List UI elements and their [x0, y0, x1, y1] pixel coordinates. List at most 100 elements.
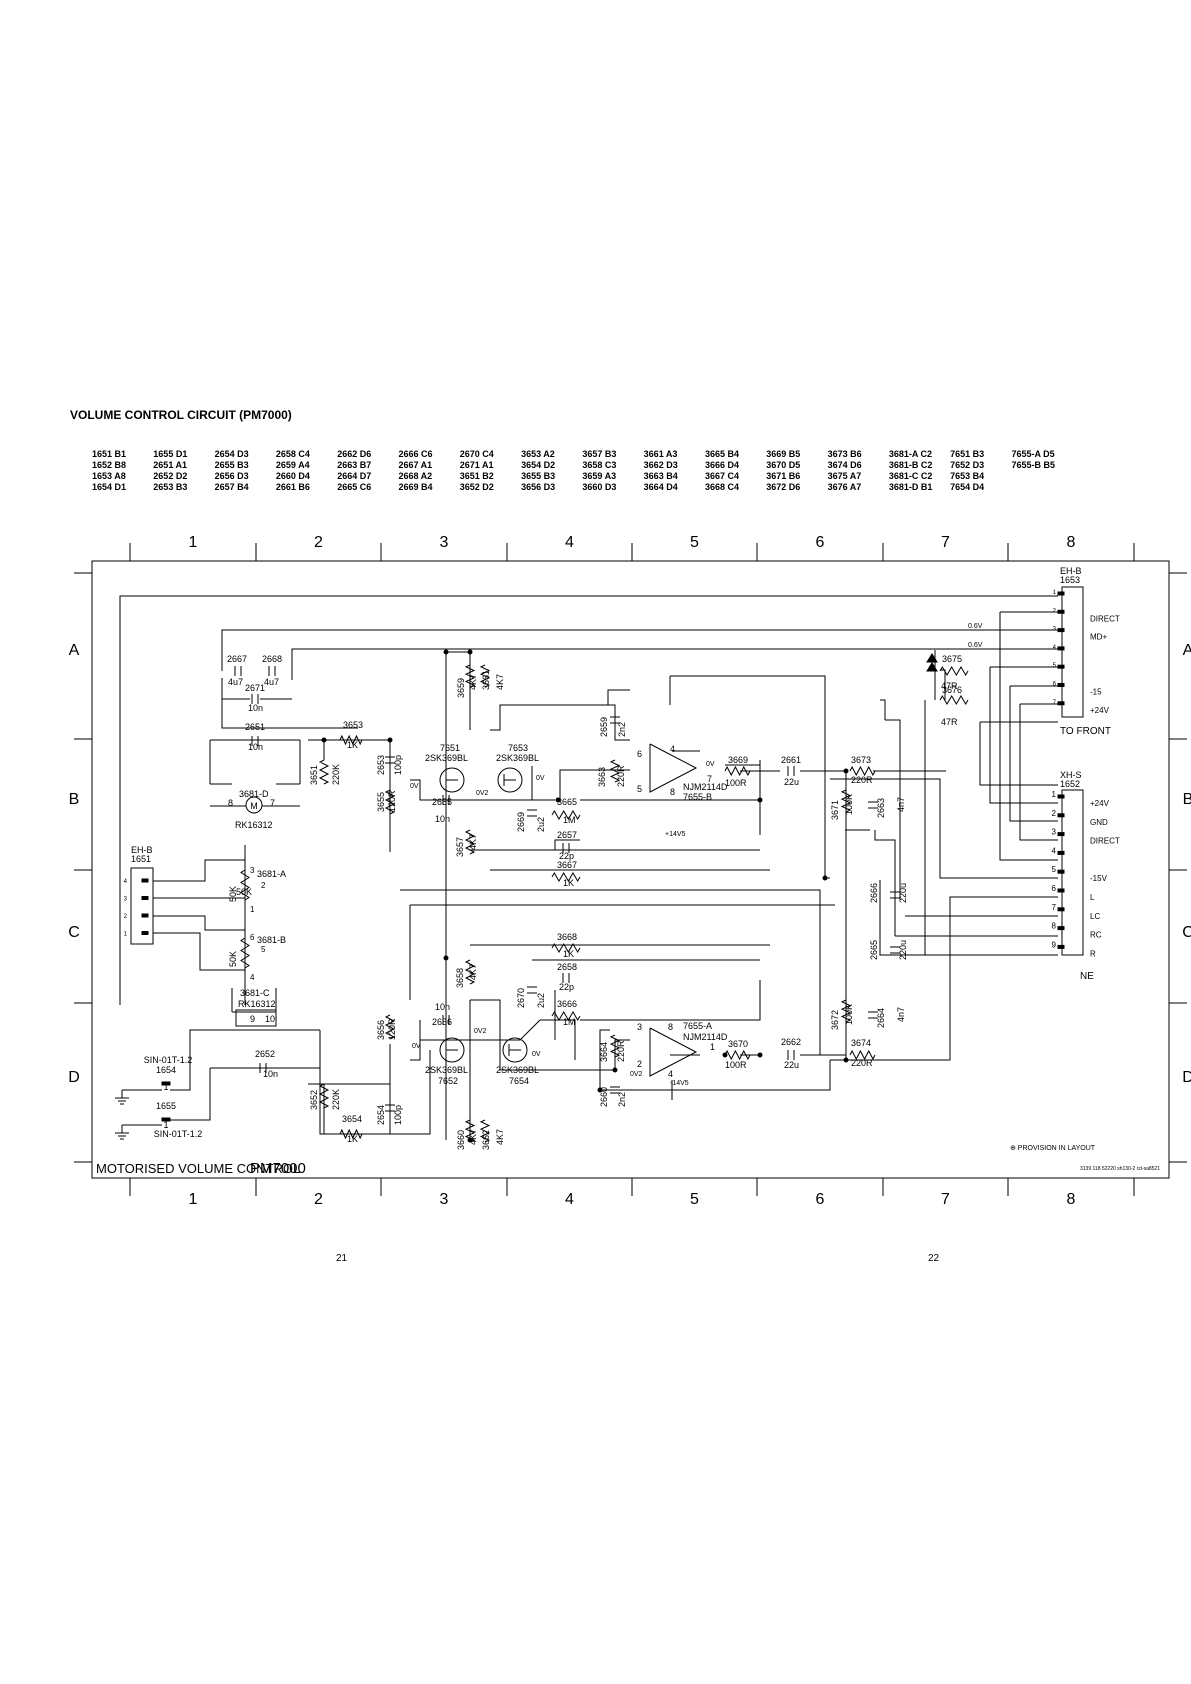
- wire: [400, 889, 821, 1055]
- part-ref: 3657: [455, 837, 465, 857]
- resistor: [318, 759, 330, 785]
- index-entry: 2652 D2: [153, 471, 188, 481]
- part-value: RK16312: [238, 999, 276, 1009]
- pin-number: 8: [668, 1022, 673, 1032]
- part-value: 1K: [347, 1134, 358, 1144]
- pin-number: 5: [1052, 865, 1057, 874]
- wire: [830, 896, 1058, 1061]
- part-value: 100p: [393, 1105, 403, 1125]
- part-value: 10n: [263, 1069, 278, 1079]
- pin-number: 4: [1052, 846, 1057, 855]
- index-entry: 7653 B4: [950, 471, 985, 481]
- index-entry: 3651 B2: [459, 471, 494, 481]
- index-entry: 3668 C4: [704, 482, 739, 492]
- part-value: 50K: [228, 886, 238, 902]
- pin-number: 1: [163, 1120, 168, 1130]
- pin-number: 6: [1052, 884, 1057, 893]
- part-ref: 3664: [599, 1042, 609, 1062]
- part-ref: 2671: [245, 683, 265, 693]
- part-ref: 2667: [227, 654, 247, 664]
- pin: [1057, 888, 1065, 893]
- part-ref: 3663: [597, 767, 607, 787]
- part-value: 2SK369BL: [496, 1065, 539, 1075]
- index-entry: 3663 B4: [643, 471, 678, 481]
- wire: [940, 669, 946, 700]
- index-entry: 2659 A4: [275, 460, 310, 470]
- resistor: [551, 943, 581, 953]
- resistor: [339, 734, 363, 746]
- wire: [879, 880, 900, 956]
- wire: [885, 719, 901, 900]
- resistor: [384, 789, 396, 815]
- part-ref: 3672: [830, 1010, 840, 1030]
- part-ref: 2651: [245, 722, 265, 732]
- pin-number: 6: [1053, 682, 1057, 688]
- wiring: [115, 595, 1058, 1143]
- junction: [843, 768, 849, 774]
- column-label: 8: [1067, 534, 1076, 551]
- part-ref: 7652: [438, 1076, 458, 1086]
- part-value: 2u2: [536, 993, 546, 1008]
- junction: [843, 1057, 849, 1063]
- motor-symbol: M: [250, 801, 258, 811]
- part-ref: 2653: [376, 755, 386, 775]
- index-entry: 2669 B4: [398, 482, 433, 492]
- part-value: 220R: [851, 775, 873, 785]
- part-value: 10n: [435, 814, 450, 824]
- column-label: 3: [440, 1191, 449, 1208]
- wire: [1009, 686, 1058, 822]
- row-label: A: [1183, 642, 1191, 659]
- jfet: [497, 767, 523, 793]
- index-entry: 2670 C4: [459, 449, 494, 459]
- part-ref: 3662: [481, 1130, 491, 1150]
- pin-label: L: [1090, 893, 1095, 902]
- wire: [580, 980, 761, 1021]
- pin-number: 2: [1052, 809, 1057, 818]
- potentiometer: [240, 937, 250, 969]
- wire: [221, 629, 1058, 671]
- part-ref: 3653: [343, 720, 363, 730]
- part-value: 2n2: [617, 1092, 627, 1107]
- pin-number: 1: [163, 1082, 168, 1092]
- resistor: [609, 759, 621, 783]
- row-label: D: [68, 1069, 80, 1086]
- part-ref: 3669: [728, 755, 748, 765]
- pin-number: 2: [1053, 608, 1057, 614]
- index-entry: 2666 C6: [398, 449, 433, 459]
- wire: [614, 1039, 630, 1070]
- voltage-label: 0V: [532, 1051, 541, 1058]
- wire: [153, 859, 245, 882]
- index-entry: 2658 C4: [275, 449, 310, 459]
- footer-code: 3139 118 52220 sh130-2 cd-sa8521: [1080, 1166, 1160, 1172]
- part-ref: 2658: [557, 962, 577, 972]
- part-value: NJM2114D: [683, 782, 728, 792]
- pin-number: 3: [124, 897, 128, 903]
- part-ref: 7653: [508, 743, 528, 753]
- connector-ref: SIN-01T-1.2: [144, 1055, 193, 1065]
- part-value: 22p: [559, 851, 574, 861]
- pin-number: 4: [668, 1069, 673, 1079]
- sheet-frame: [74, 543, 1187, 1196]
- index-entry: 3659 A3: [582, 471, 617, 481]
- opamp: [649, 743, 698, 793]
- part-ref: 2660: [599, 1087, 609, 1107]
- pin-number: 4: [1053, 645, 1057, 651]
- part-ref: 7655-B: [683, 792, 712, 802]
- index-entry: 3657 B3: [582, 449, 617, 459]
- index-entry: 3681-D B1: [888, 482, 933, 492]
- resistor: [840, 789, 852, 813]
- column-label: 6: [816, 1191, 825, 1208]
- part-ref: 3666: [557, 999, 577, 1009]
- pin-number: 8: [228, 798, 233, 808]
- pin: [141, 896, 149, 900]
- pin-number: 3: [1052, 828, 1057, 837]
- index-entry: 3658 C3: [582, 460, 617, 470]
- pin-label: -15V: [1090, 874, 1108, 883]
